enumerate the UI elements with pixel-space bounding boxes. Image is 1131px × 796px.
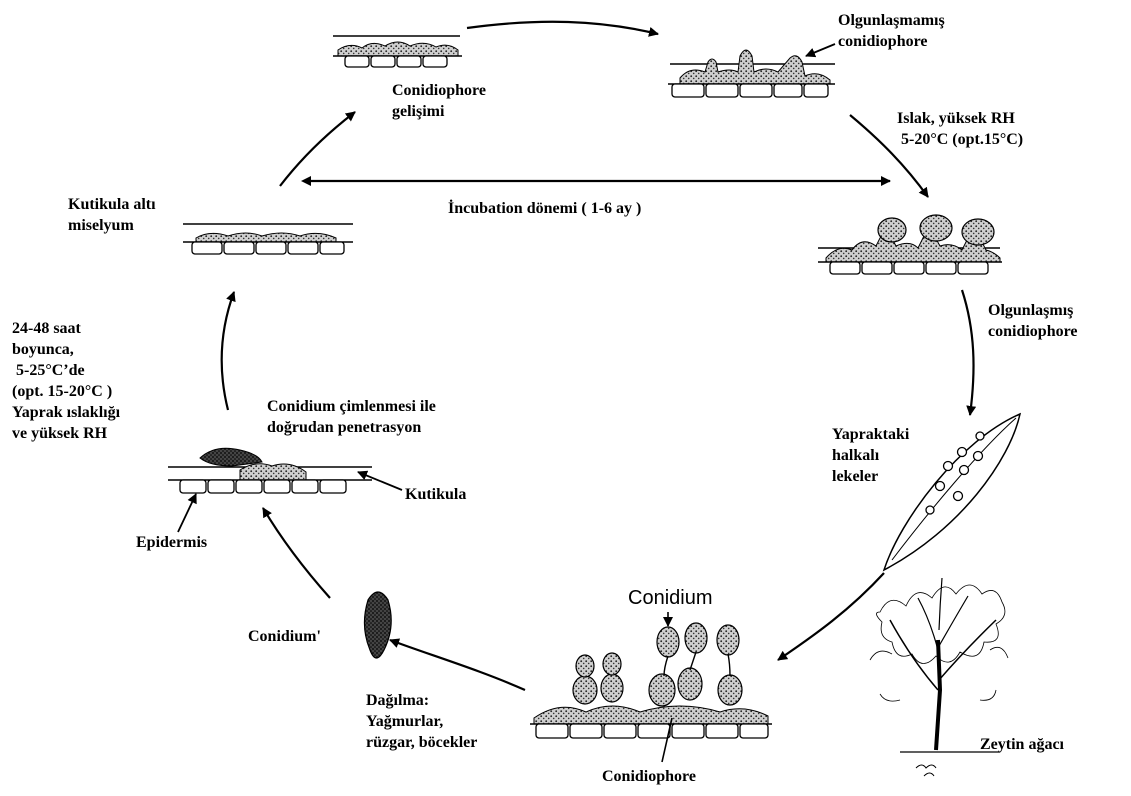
label-cuticle-text: Kutikula [405,486,467,503]
label-wet-conditions-text: Islak, yüksek RH 5-20°C (opt.15°C) [897,110,1024,148]
label-cuticle: Kutikula [405,484,466,505]
label-conidium-top-text: Conidium [628,587,713,609]
label-subcuticle-mycelium-text: Kutikula altı miselyum [68,196,156,234]
label-olive-tree: Zeytin ağacı [980,734,1064,755]
olive-tree-drawing [869,577,1009,777]
label-immature-conidiophore: Olgunlaşmamış conidiophore [838,10,945,52]
label-subcuticle-mycelium: Kutikula altı miselyum [68,194,156,236]
arrow-bottom-left [262,507,331,599]
arrow-bottom-right [777,572,885,661]
olive-leaf-drawing [882,412,1022,572]
label-conidiophore-bottom-text: Conidiophore [602,768,696,785]
label-germination: Conidium çimlenmesi ile doğrudan penetra… [267,396,436,438]
cycle-arrows [220,20,977,692]
label-leaf-spots: Yapraktaki halkalı lekeler [832,424,909,487]
arrow-bottom [389,638,526,692]
arrow-left [220,291,236,411]
arrow-right [960,289,977,416]
label-incubation-period-text: İncubation dönemi ( 1-6 ay ) [448,200,642,217]
label-incubation-period: İncubation dönemi ( 1-6 ay ) [448,198,641,219]
label-conidium-left: Conidium' [248,626,321,647]
leaf-section-top [333,35,462,68]
leaf-section-mycelium [183,223,353,255]
label-dispersal-text: Dağılma: Yağmurlar, rüzgar, böcekler [366,692,478,751]
label-conidiophore-development: Conidiophore gelişimi [392,80,486,122]
label-conidiophore-bottom: Conidiophore [602,766,696,787]
arrow-top-right [849,114,929,198]
arrow-top-left [279,111,356,187]
label-immature-conidiophore-text: Olgunlaşmamış conidiophore [838,12,945,50]
arrow-top [466,20,659,37]
label-conidium-top: Conidium [628,586,712,610]
leaf-section-immature [668,43,836,98]
label-mature-conidiophore-text: Olgunlaşmış conidiophore [988,302,1078,340]
leaf-section-conidiophores [530,612,772,763]
label-conidiophore-development-text: Conidiophore gelişimi [392,82,486,120]
leaf-section-germination [168,447,403,533]
label-wet-conditions: Islak, yüksek RH 5-20°C (opt.15°C) [897,108,1023,150]
label-dispersal: Dağılma: Yağmurlar, rüzgar, böcekler [366,690,477,753]
label-epidermis: Epidermis [136,532,207,553]
leaf-section-sporulating [818,214,1002,275]
label-conidium-left-text: Conidium' [248,628,321,645]
label-epidermis-text: Epidermis [136,534,208,551]
label-olive-tree-text: Zeytin ağacı [980,736,1064,753]
label-germination-conditions-text: 24-48 saat boyunca, 5-25°C’de (opt. 15-2… [12,320,121,442]
conidium-shape [363,591,392,659]
label-germination-text: Conidium çimlenmesi ile doğrudan penetra… [267,398,436,436]
label-mature-conidiophore: Olgunlaşmış conidiophore [988,300,1078,342]
label-leaf-spots-text: Yapraktaki halkalı lekeler [832,426,910,485]
label-germination-conditions: 24-48 saat boyunca, 5-25°C’de (opt. 15-2… [12,318,120,444]
